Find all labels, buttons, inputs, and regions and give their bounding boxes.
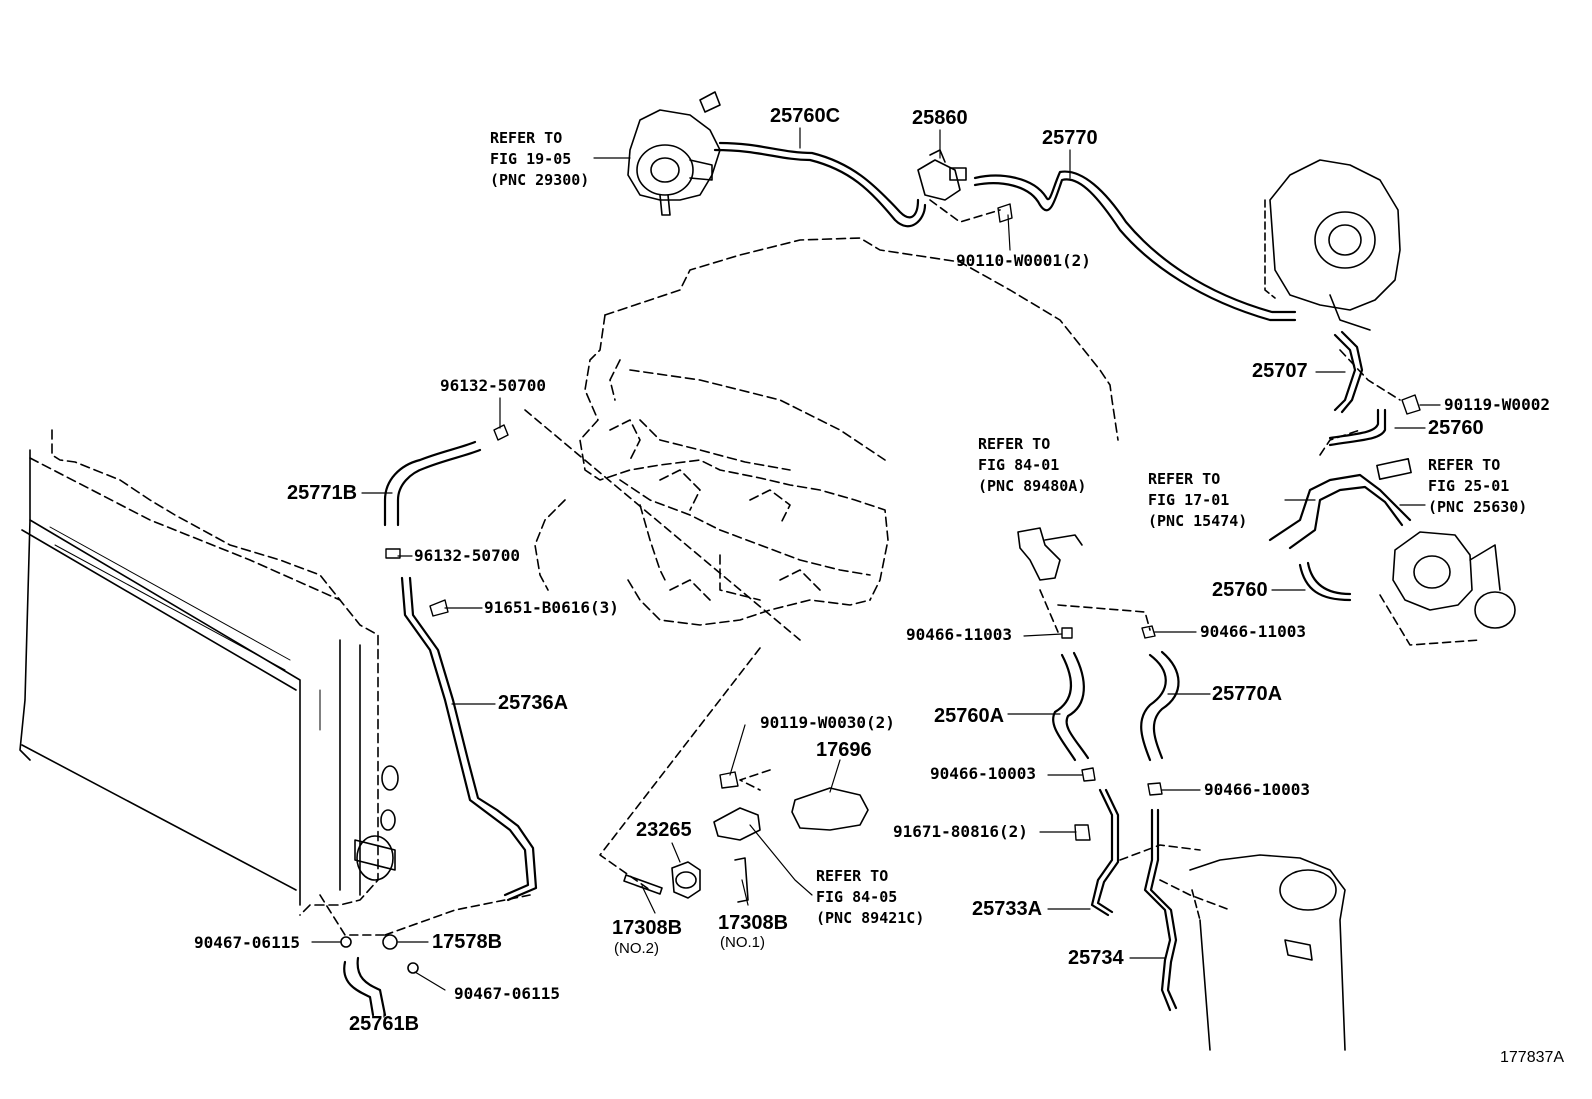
part-91651-B0616[interactable]: 91651-B0616(3) — [484, 598, 619, 617]
part-25760A[interactable]: 25760A — [934, 705, 1005, 727]
part-25707[interactable]: 25707 — [1252, 360, 1308, 382]
label-leader-lines — [312, 128, 1440, 1017]
part-90110-W0001[interactable]: 90110-W0001(2) — [956, 251, 1091, 270]
part-17578B[interactable]: 17578B — [432, 931, 503, 953]
part-90466-10003-left[interactable]: 90466-10003 — [930, 764, 1036, 783]
component-drawings — [341, 92, 1515, 1050]
part-17696[interactable]: 17696 — [816, 739, 872, 761]
part-17308B-no1-note: (NO.1) — [720, 934, 765, 951]
part-17308B-no2-note: (NO.2) — [614, 940, 659, 957]
part-91671-80816[interactable]: 91671-80816(2) — [893, 822, 1028, 841]
part-25734[interactable]: 25734 — [1068, 947, 1124, 969]
part-25736A[interactable]: 25736A — [498, 692, 569, 714]
part-23265[interactable]: 23265 — [636, 819, 692, 841]
part-90467-06115-right[interactable]: 90467-06115 — [454, 984, 560, 1003]
part-90466-11003-left[interactable]: 90466-11003 — [906, 625, 1012, 644]
part-96132-50700-bottom[interactable]: 96132-50700 — [414, 546, 520, 565]
part-90467-06115-left[interactable]: 90467-06115 — [194, 933, 300, 952]
part-25760C[interactable]: 25760C — [770, 105, 841, 127]
part-25770A[interactable]: 25770A — [1212, 683, 1283, 705]
part-90119-W0030[interactable]: 90119-W0030(2) — [760, 713, 895, 732]
part-25860[interactable]: 25860 — [912, 107, 968, 129]
part-25761B[interactable]: 25761B — [349, 1013, 420, 1035]
part-25733A[interactable]: 25733A — [972, 898, 1043, 920]
engine-block-outline — [535, 238, 1118, 625]
part-25760-lower[interactable]: 25760 — [1212, 579, 1268, 601]
part-17308B-no1[interactable]: 17308B — [718, 912, 789, 934]
part-90466-11003-right[interactable]: 90466-11003 — [1200, 622, 1306, 641]
part-17308B-no2[interactable]: 17308B — [612, 917, 683, 939]
part-25771B[interactable]: 25771B — [287, 482, 358, 504]
hose-lines — [344, 143, 1410, 1015]
part-25760-upper[interactable]: 25760 — [1428, 417, 1484, 439]
clamps-and-bolts — [386, 204, 1420, 840]
radiator-outline — [20, 430, 398, 915]
part-90466-10003-right[interactable]: 90466-10003 — [1204, 780, 1310, 799]
part-90119-W0002[interactable]: 90119-W0002 — [1444, 395, 1550, 414]
part-25770[interactable]: 25770 — [1042, 127, 1098, 149]
part-96132-50700-top[interactable]: 96132-50700 — [440, 376, 546, 395]
diagram-id: 177837A — [1500, 1049, 1565, 1066]
